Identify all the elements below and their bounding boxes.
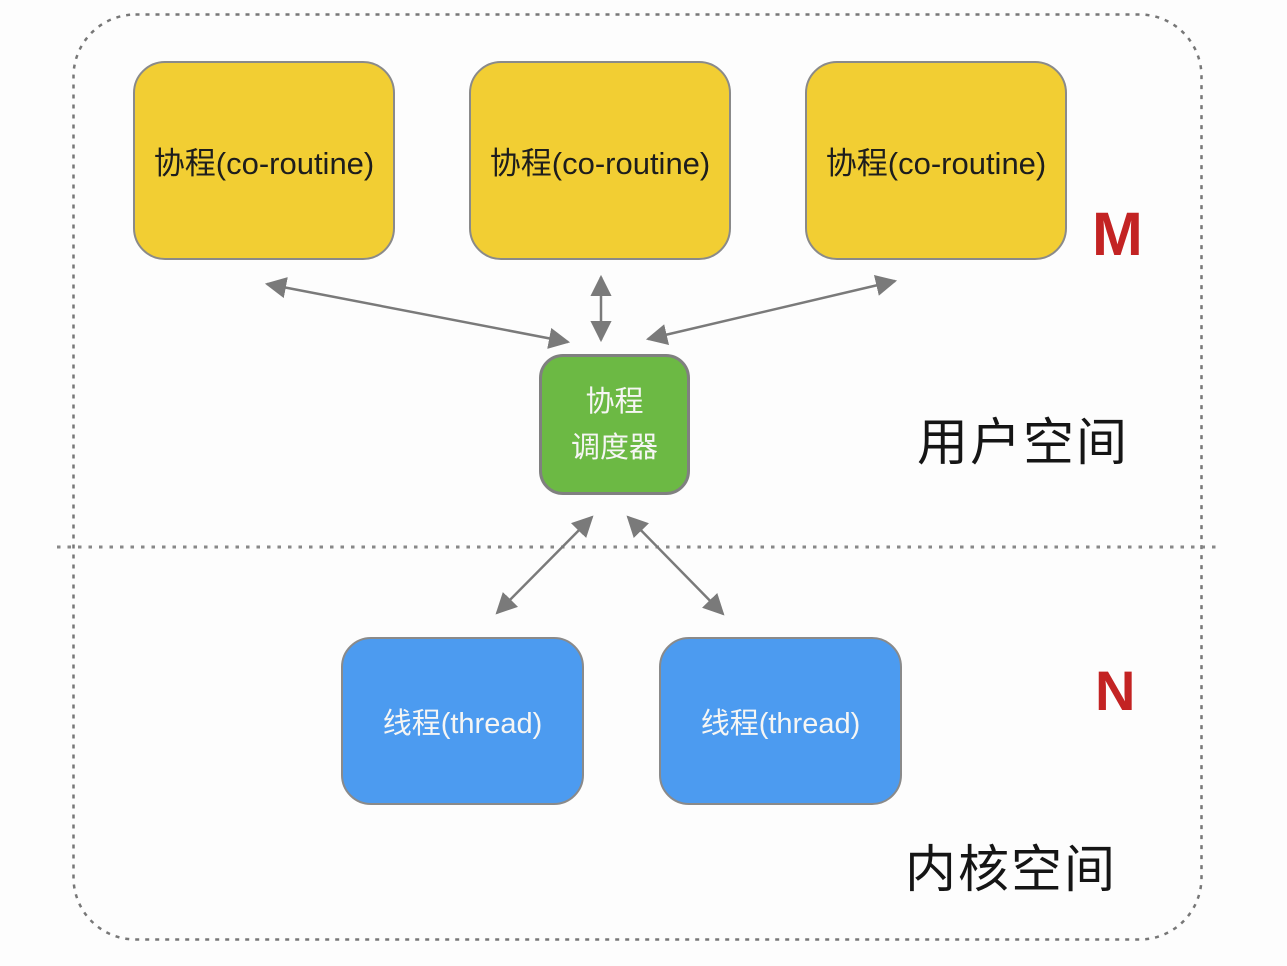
arrow-scheduler-thread2 [626,515,725,616]
thread-box-1: 线程(thread) [341,637,584,805]
coroutine-box-1: 协程(co-routine) [133,61,395,260]
arrow-coroutine3-scheduler [645,275,898,345]
scheduler-label-line2: 调度器 [570,431,658,464]
coroutine-box-3: 协程(co-routine) [805,61,1067,260]
m-count-label: M [1092,200,1143,268]
user-space-label: 用户空间 [917,414,1130,471]
scheduler-label-line1: 协程 [585,385,644,418]
arrow-scheduler-thread1 [495,515,594,615]
arrow-coroutine1-scheduler [264,277,571,349]
thread-box-2-label: 线程(thread) [700,708,861,740]
coroutine-box-1-label: 协程(co-routine) [153,146,375,181]
n-count-label: N [1095,659,1136,722]
coroutine-box-2-label: 协程(co-routine) [489,146,711,181]
coroutine-box-2: 协程(co-routine) [469,61,731,260]
scheduler-box: 协程 调度器 [539,354,690,495]
kernel-space-label: 内核空间 [905,841,1118,898]
thread-box-2: 线程(thread) [659,637,902,805]
coroutine-box-3-label: 协程(co-routine) [825,146,1047,181]
outer-dashed-border [72,13,1203,941]
thread-box-1-label: 线程(thread) [382,708,543,740]
